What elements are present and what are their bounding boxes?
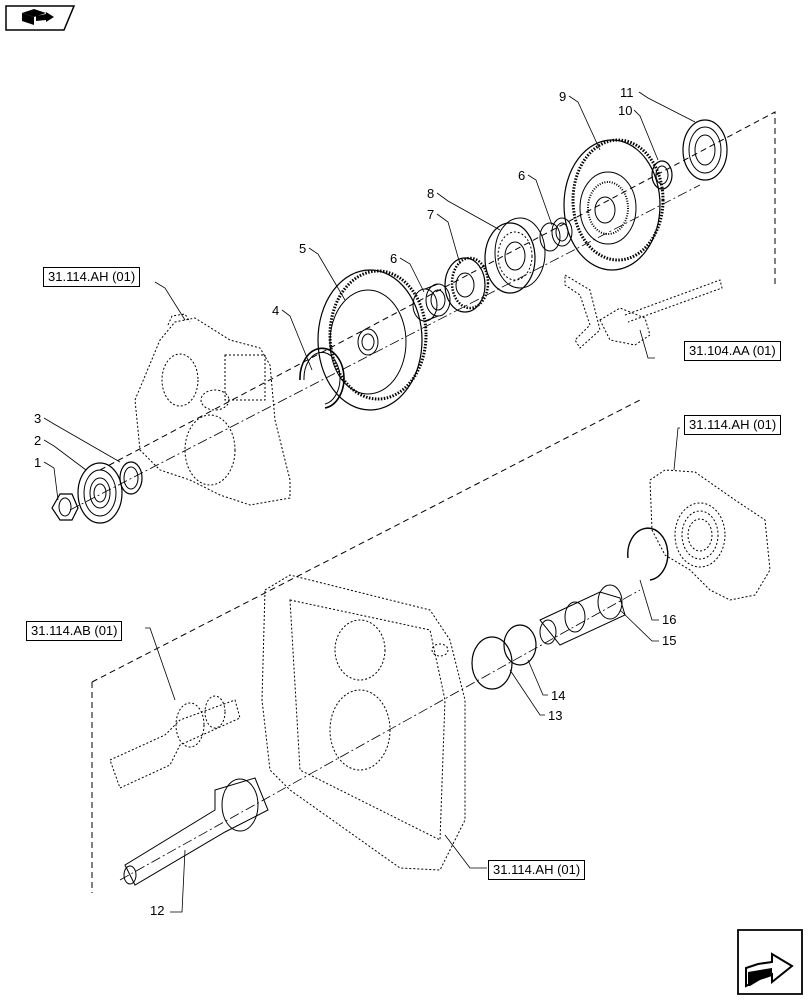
part-number-label: 10: [618, 103, 633, 118]
shift-fork: [564, 274, 723, 349]
bearing-part-11: [682, 119, 728, 181]
bearing-part-2: [77, 462, 123, 524]
ring-part-14: [503, 624, 537, 666]
main-housing: [261, 574, 466, 871]
part-number-label: 9: [559, 89, 567, 104]
lower-axis-line: [119, 589, 641, 881]
lower-top-frame: [91, 399, 641, 683]
part-number-label: 4: [272, 303, 280, 318]
reference-link-gear-shaft[interactable]: 31.114.AB (01): [26, 621, 123, 641]
right-cover: [649, 469, 771, 601]
large-gear-part-9: [563, 138, 665, 271]
part-number-label: 1: [34, 455, 42, 470]
shaft-part-15: [539, 584, 626, 646]
part-number-label: 16: [662, 612, 677, 627]
upper-axis-line: [69, 184, 701, 511]
part-number-label: 6: [390, 251, 398, 266]
reference-link-housing-upper[interactable]: 31.114.AH (01): [43, 267, 141, 287]
part-number-label: 5: [299, 241, 307, 256]
bushing-part-6a: [412, 283, 451, 322]
sleeve-part-8: [484, 217, 546, 294]
upper-assembly-frame: [99, 111, 776, 471]
book-arrow-icon[interactable]: [4, 4, 76, 32]
part-number-label: 3: [34, 411, 42, 426]
upper-housing: [134, 313, 291, 506]
part-number-label: 14: [551, 688, 566, 703]
bushing-part-6b: [539, 217, 573, 252]
nut-part-1: [51, 493, 79, 521]
reference-link-right-cover[interactable]: 31.114.AH (01): [684, 415, 782, 435]
snap-ring-part-16: [627, 527, 669, 581]
gear-shaft: [109, 695, 241, 789]
part-number-label: 15: [662, 633, 677, 648]
part-number-label: 2: [34, 433, 42, 448]
leader-lines: [43, 91, 696, 913]
reference-link-main-housing[interactable]: 31.114.AH (01): [488, 860, 586, 880]
part-number-label: 11: [620, 85, 634, 100]
part-number-label: 13: [548, 708, 563, 723]
ring-part-13: [471, 636, 513, 690]
splined-shaft-part-12: [123, 777, 269, 886]
part-number-label: 12: [150, 903, 165, 918]
small-gear-part-7: [444, 256, 490, 313]
part-number-label: 8: [427, 186, 435, 201]
shim-part-10: [651, 160, 673, 190]
next-page-arrow-icon[interactable]: [736, 928, 804, 996]
shim-ring-part-3: [119, 461, 143, 495]
part-number-label: 7: [427, 207, 435, 222]
reference-link-shift-fork[interactable]: 31.104.AA (01): [684, 341, 781, 361]
part-number-label: 6: [518, 168, 526, 183]
large-gear-part-5: [317, 269, 428, 411]
